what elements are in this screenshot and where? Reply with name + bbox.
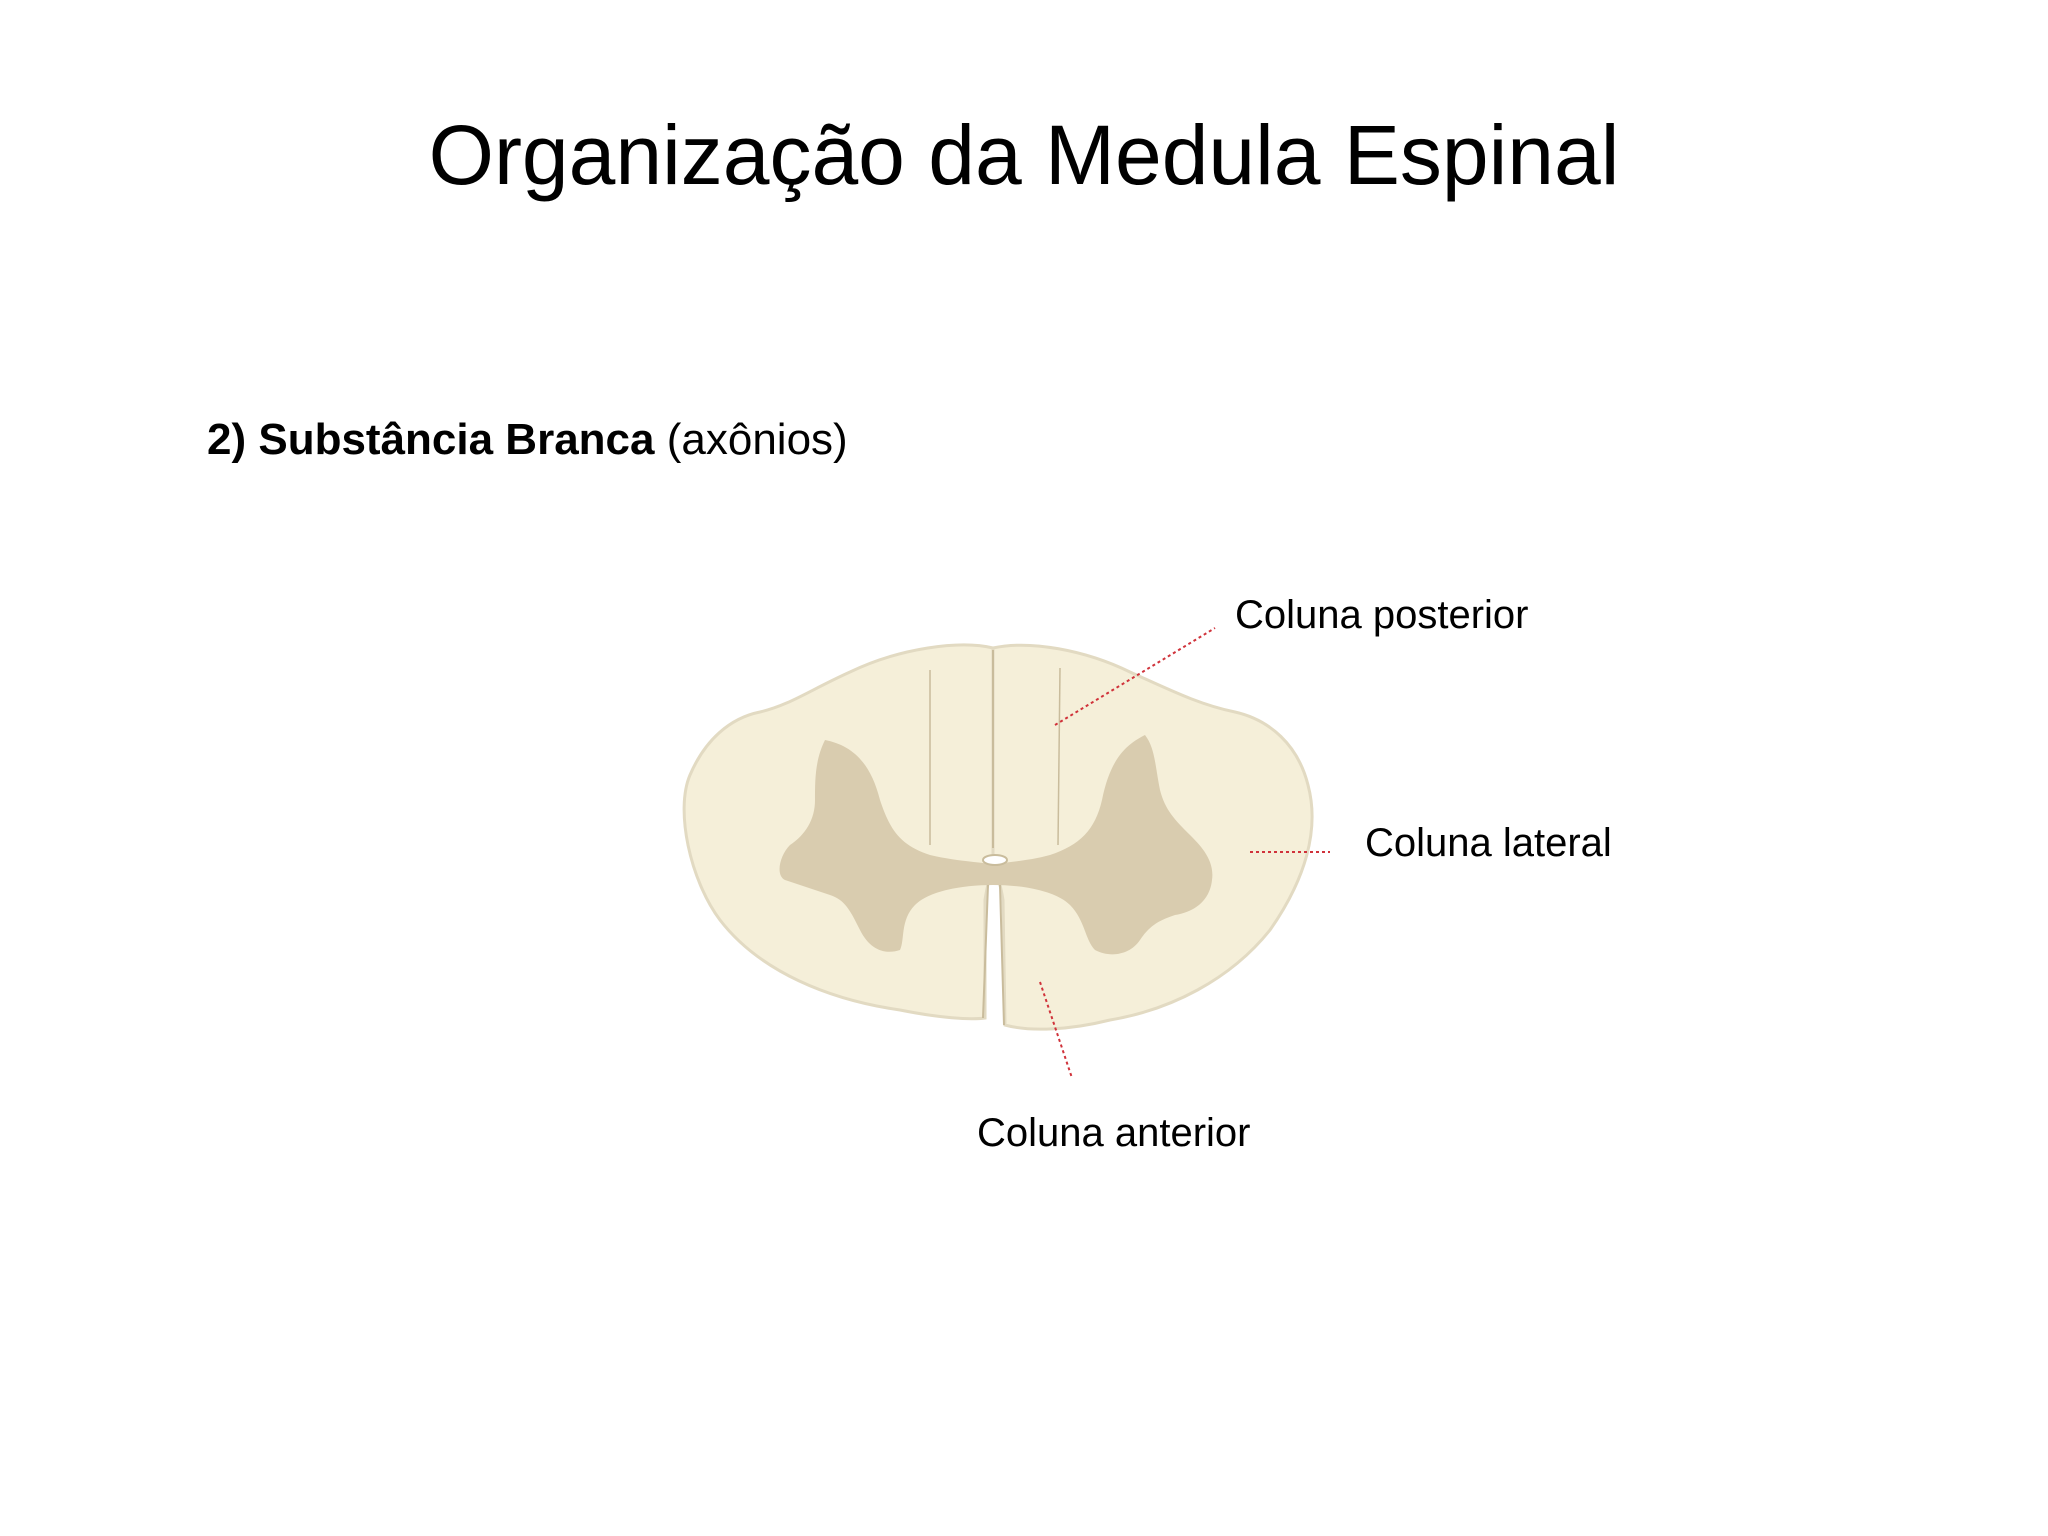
central-canal xyxy=(982,854,1008,866)
posterior-intermediate-septum-right xyxy=(1057,667,1061,846)
label-coluna-lateral: Coluna lateral xyxy=(1365,821,1612,865)
slide-title: Organização da Medula Espinal xyxy=(428,108,1620,202)
median-lines xyxy=(929,650,1061,1026)
bullet-term: 2) Substância Branca xyxy=(207,415,655,464)
gray-matter-left xyxy=(779,740,993,952)
bullet-substancia-branca: 2) Substância Branca (axônios) xyxy=(207,410,848,470)
white-matter xyxy=(682,643,1314,1031)
gray-matter-right xyxy=(993,735,1213,955)
bullet-note: (axônios) xyxy=(654,415,848,464)
anterior-median-fissure xyxy=(982,884,1005,1026)
leader-line-posterior xyxy=(1054,627,1216,726)
leader-lines xyxy=(1039,627,1330,1079)
label-coluna-posterior: Coluna posterior xyxy=(1235,593,1529,637)
label-coluna-anterior: Coluna anterior xyxy=(977,1111,1251,1155)
leader-line-anterior xyxy=(1039,981,1073,1079)
gray-matter xyxy=(779,735,1213,955)
